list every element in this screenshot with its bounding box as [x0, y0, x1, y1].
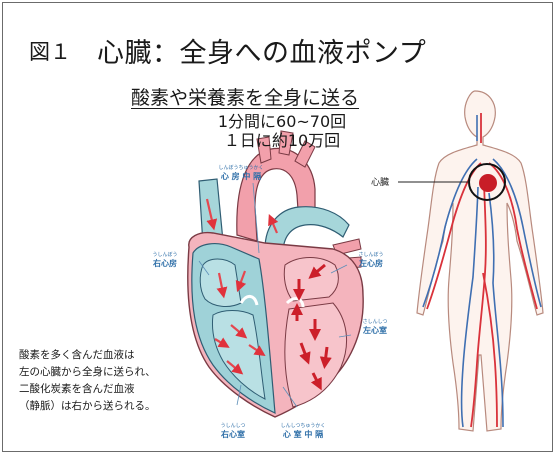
- body-heart-label: 心臓: [371, 177, 389, 188]
- label-atrial-septum: 心 房 中 隔: [221, 171, 261, 181]
- left-ventricle: [285, 303, 347, 407]
- label-right-ventricle: 右心室: [220, 429, 245, 439]
- label-kana-right-ventricle: うしんしつ: [221, 423, 246, 429]
- label-kana-ventricular-septum: しんしつちゅうかく: [281, 422, 326, 429]
- label-left-ventricle: 左心室: [362, 325, 387, 335]
- label-ventricular-septum: 心 室 中 隔: [283, 429, 323, 439]
- body-heart-marker: [479, 174, 497, 192]
- caption-line: 酸素を多く含んだ血液は: [19, 347, 199, 364]
- figure-number: 図１: [29, 36, 71, 66]
- caption-line: 二酸化炭素を含んだ血液: [19, 381, 199, 398]
- caption-line: （静脈）は右から送られる。: [19, 398, 199, 415]
- figure-title: 心臓：全身への血液ポンプ: [97, 31, 426, 70]
- figure-frame: しんぼうちゅうかく 心 房 中 隔 うしんぼう 右心房 さしんぼう 左心房 さし…: [2, 2, 553, 452]
- explanation-caption: 酸素を多く含んだ血液は 左の心臓から全身に送られ、 二酸化炭素を含んだ血液 （静…: [19, 347, 199, 415]
- stat-per-day: １日に約10万回: [77, 127, 487, 151]
- left-atrium: [284, 258, 338, 302]
- label-right-atrium: 右心房: [152, 258, 177, 268]
- label-left-atrium: 左心房: [358, 258, 383, 268]
- label-kana-left-ventricle: さしんしつ: [363, 318, 388, 325]
- label-kana-left-atrium: さしんぼう: [358, 251, 383, 258]
- caption-line: 左の心臓から全身に送られ、: [19, 364, 199, 381]
- label-kana-right-atrium: うしんぼう: [152, 251, 177, 258]
- figure-subtitle: 酸素や栄養素を全身に送る: [131, 83, 359, 110]
- label-kana-top: しんぼうちゅうかく: [218, 164, 263, 171]
